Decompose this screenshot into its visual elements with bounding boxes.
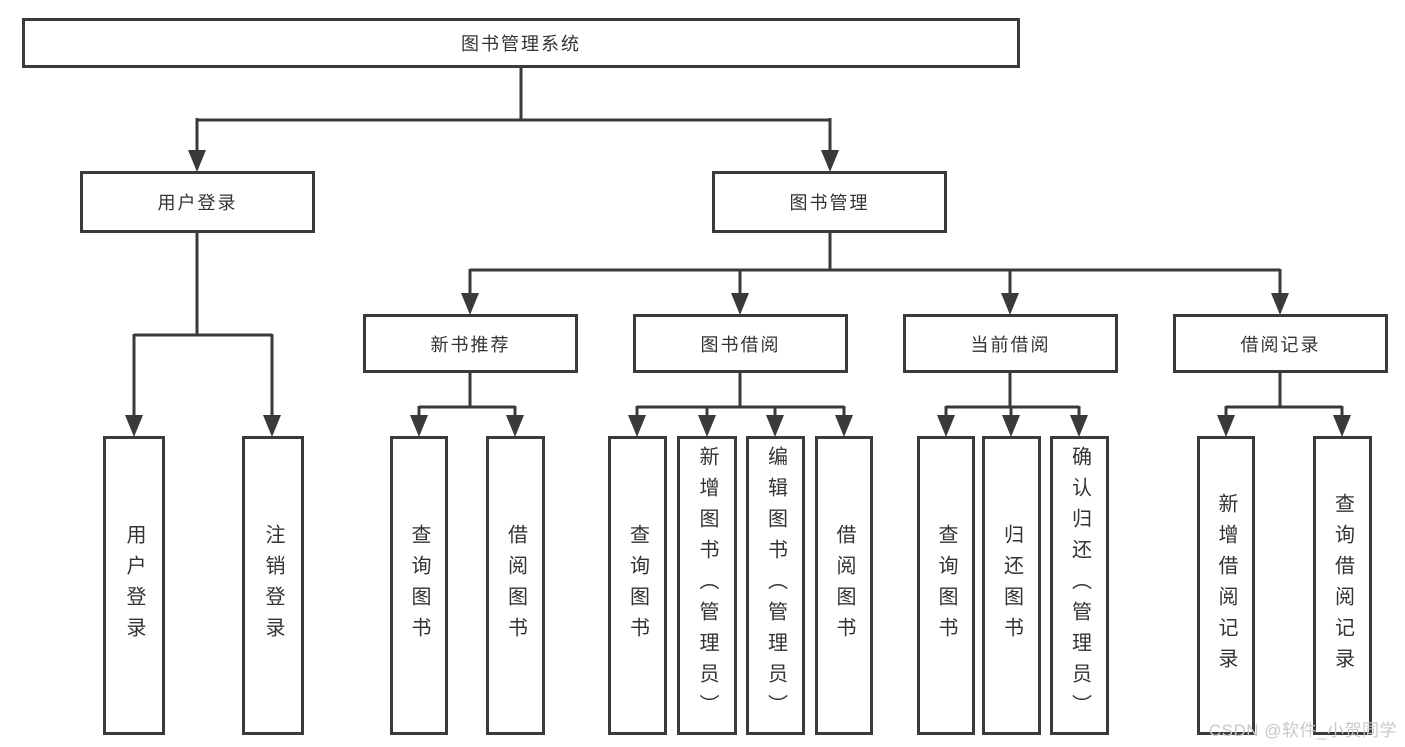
leaf-borrow-books-recommend-label: 借阅图书 — [504, 523, 527, 648]
node-current-borrow-label: 当前借阅 — [970, 334, 1051, 355]
leaf-user-login-label: 用户登录 — [123, 523, 145, 648]
arrowhead — [461, 293, 479, 315]
arrowhead — [1002, 415, 1020, 437]
leaf-query-books-recommend: 查询图书 — [390, 436, 448, 735]
leaf-query-books-current: 查询图书 — [917, 436, 975, 735]
leaf-add-borrow-record: 新增借阅记录 — [1197, 436, 1255, 735]
node-new-book-recommend: 新书推荐 — [363, 314, 578, 373]
leaf-return-book-label: 归还图书 — [1000, 523, 1023, 648]
leaf-add-borrow-record-label: 新增借阅记录 — [1215, 492, 1237, 679]
arrowhead — [263, 415, 281, 437]
node-borrow-record-label: 借阅记录 — [1240, 334, 1321, 355]
leaf-confirm-return-admin: 确认归还（管理员） — [1050, 436, 1109, 735]
leaf-edit-book-admin-label: 编辑图书（管理员） — [764, 446, 787, 725]
arrowhead — [410, 415, 428, 437]
node-book-borrow-label: 图书借阅 — [700, 334, 781, 355]
node-book-borrow: 图书借阅 — [633, 314, 848, 373]
arrowhead — [766, 415, 784, 437]
node-user-login-label: 用户登录 — [157, 193, 238, 213]
arrowhead — [1271, 293, 1289, 315]
leaf-user-login: 用户登录 — [103, 436, 165, 735]
leaf-query-books-borrow: 查询图书 — [608, 436, 667, 735]
connector-book-borrow-branch — [635, 373, 846, 418]
leaf-logout-label: 注销登录 — [262, 523, 284, 648]
leaf-edit-book-admin: 编辑图书（管理员） — [746, 436, 805, 735]
arrowhead — [821, 150, 839, 172]
node-borrow-record: 借阅记录 — [1173, 314, 1388, 373]
node-book-management: 图书管理 — [712, 171, 947, 233]
leaf-query-books-recommend-label: 查询图书 — [408, 523, 430, 648]
node-root-label: 图书管理系统 — [461, 34, 581, 54]
connector-book-mgmt-branch — [468, 233, 1282, 296]
leaf-borrow-books: 借阅图书 — [815, 436, 873, 735]
leaf-query-borrow-record: 查询借阅记录 — [1313, 436, 1372, 735]
connector-borrow-record-branch — [1224, 373, 1344, 418]
arrowhead — [731, 293, 749, 315]
watermark: CSDN @软件_小贺同学 — [1208, 721, 1397, 740]
arrowhead — [1070, 415, 1088, 437]
connector-new-book-branch — [417, 373, 517, 418]
leaf-borrow-books-recommend: 借阅图书 — [486, 436, 545, 735]
connector-user-login-branch — [132, 233, 274, 418]
arrowhead — [835, 415, 853, 437]
leaf-query-books-current-label: 查询图书 — [935, 523, 957, 648]
connector-root-branch — [195, 68, 832, 153]
arrowhead — [506, 415, 524, 437]
leaf-logout: 注销登录 — [242, 436, 304, 735]
arrowhead — [1217, 415, 1235, 437]
leaf-add-book-admin: 新增图书（管理员） — [677, 436, 737, 735]
arrowhead — [628, 415, 646, 437]
connector-arrowheads — [125, 150, 1351, 437]
arrowhead — [937, 415, 955, 437]
connector-paths — [132, 68, 1344, 418]
node-root: 图书管理系统 — [22, 18, 1020, 68]
leaf-query-books-borrow-label: 查询图书 — [626, 523, 649, 648]
node-user-login: 用户登录 — [80, 171, 315, 233]
arrowhead — [125, 415, 143, 437]
arrowhead — [1001, 293, 1019, 315]
arrowhead — [1333, 415, 1351, 437]
leaf-add-book-admin-label: 新增图书（管理员） — [696, 446, 718, 725]
arrowhead — [188, 150, 206, 172]
connector-current-borrow-branch — [944, 373, 1081, 418]
leaf-query-borrow-record-label: 查询借阅记录 — [1331, 492, 1354, 679]
node-book-management-label: 图书管理 — [789, 193, 870, 213]
leaf-return-book: 归还图书 — [982, 436, 1041, 735]
node-new-book-recommend-label: 新书推荐 — [430, 334, 511, 355]
node-current-borrow: 当前借阅 — [903, 314, 1118, 373]
leaf-confirm-return-admin-label: 确认归还（管理员） — [1068, 446, 1091, 725]
leaf-borrow-books-label: 借阅图书 — [833, 523, 855, 648]
arrowhead — [698, 415, 716, 437]
